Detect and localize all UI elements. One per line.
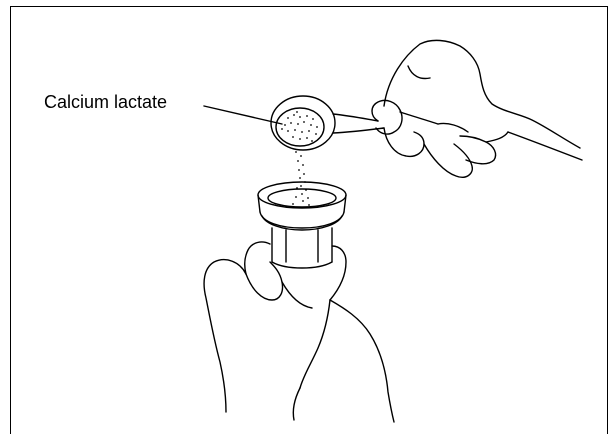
measuring-spoon <box>271 96 384 150</box>
left-hand <box>204 242 394 422</box>
falling-powder <box>292 151 310 206</box>
right-hand <box>372 40 582 177</box>
callout-leader-line <box>204 106 282 124</box>
powder-in-spoon <box>281 111 318 142</box>
